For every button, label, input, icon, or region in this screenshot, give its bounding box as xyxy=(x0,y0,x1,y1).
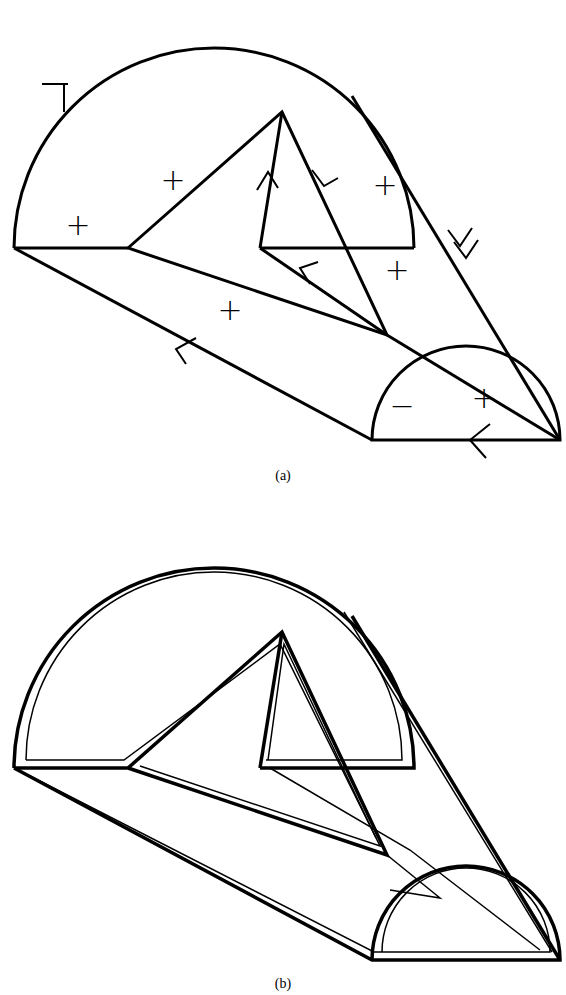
arrow-mark xyxy=(42,84,68,112)
plus-sign: + xyxy=(160,165,185,195)
inner-triangle xyxy=(260,112,387,335)
arrow-mark xyxy=(300,262,318,284)
subfigure-label: (b) xyxy=(275,977,291,991)
plus-sign: + xyxy=(65,210,90,240)
plus-sign: + xyxy=(372,170,397,200)
minus-sign: − xyxy=(389,391,414,421)
plus-sign: + xyxy=(217,295,242,325)
subfigure-label: (a) xyxy=(275,469,291,483)
arrow-mark xyxy=(470,424,490,458)
plus-sign: + xyxy=(471,383,496,413)
arrow-mark xyxy=(257,172,278,190)
large-half-disc-base xyxy=(14,247,414,250)
arrow-mark xyxy=(312,170,338,186)
arrow-mark xyxy=(448,228,478,258)
figure-a xyxy=(14,48,560,440)
large-half-disc-arc xyxy=(14,48,414,248)
orientation-arrows xyxy=(42,84,490,458)
figure-b xyxy=(14,568,560,960)
plus-sign: + xyxy=(384,255,409,285)
fold-line xyxy=(387,335,560,440)
right-edge xyxy=(352,96,560,440)
outer-triangle xyxy=(128,112,387,335)
arrow-mark xyxy=(176,338,196,364)
bottom-edge xyxy=(14,248,372,440)
